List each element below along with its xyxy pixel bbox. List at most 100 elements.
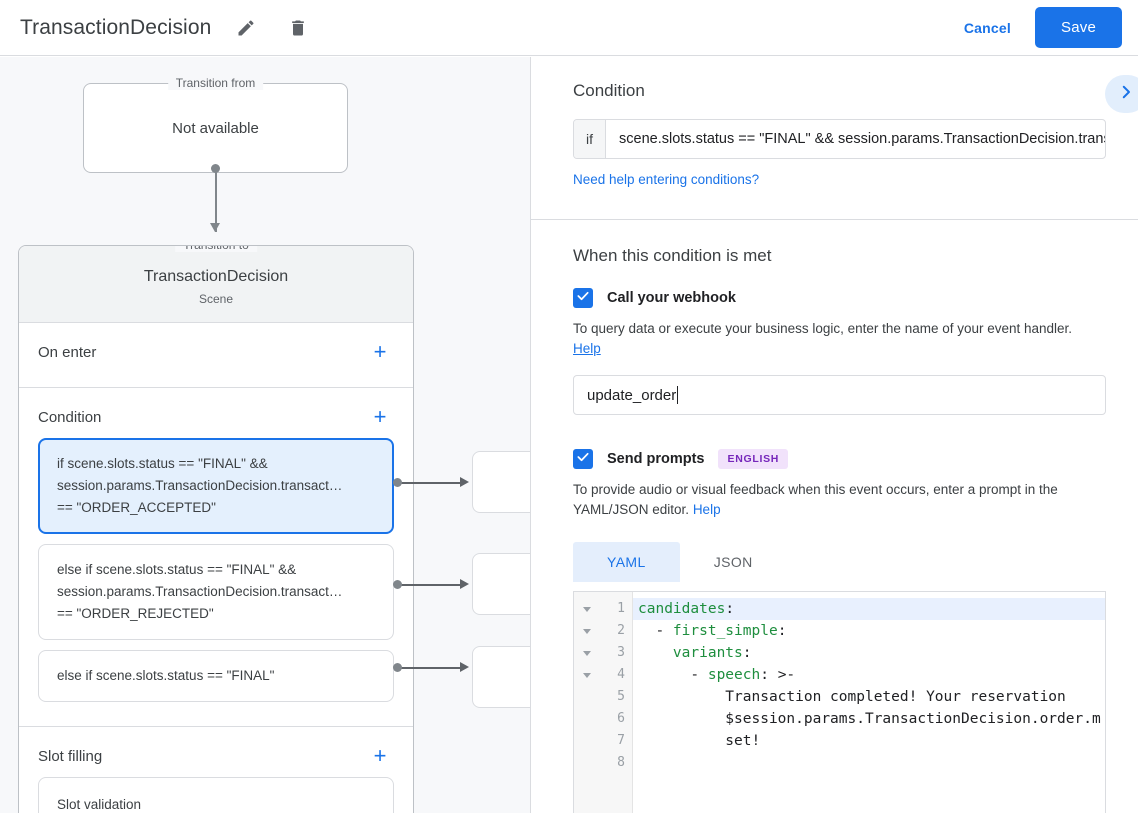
- code-line: [633, 752, 1105, 774]
- page-title: TransactionDecision: [20, 15, 212, 39]
- section-on-enter-header: On enter +: [19, 323, 413, 373]
- line-number: 7: [617, 733, 625, 748]
- prompts-description-text: To provide audio or visual feedback when…: [573, 482, 1058, 517]
- chevron-down-icon: [582, 672, 591, 678]
- condition-card-2[interactable]: else if scene.slots.status == "FINAL" &&…: [38, 544, 394, 640]
- prompts-checkbox[interactable]: [573, 449, 593, 469]
- connector-dot-condition-2: [393, 580, 402, 589]
- connector-arrow-down: [210, 223, 220, 232]
- transition-from-value: Not available: [172, 119, 259, 137]
- detail-pane: Condition if scene.slots.status == "FINA…: [531, 57, 1138, 813]
- yaml-key: speech: [707, 667, 761, 683]
- yaml-key: variants: [672, 645, 743, 661]
- connector-line-condition-3: [401, 667, 463, 669]
- editor-code-area[interactable]: candidates: - first_simple: variants: - …: [633, 592, 1105, 813]
- chevron-down-icon: [582, 650, 591, 656]
- prompts-row: Send prompts ENGLISH: [547, 449, 1122, 469]
- section-slot-filling-title: Slot filling: [38, 747, 103, 765]
- code-line: - first_simple:: [633, 620, 1105, 642]
- save-button[interactable]: Save: [1035, 7, 1122, 48]
- transition-to-legend: Transition to: [175, 246, 257, 252]
- tab-yaml[interactable]: YAML: [573, 542, 680, 582]
- webhook-description: To query data or execute your business l…: [547, 308, 1122, 359]
- transition-from-card[interactable]: Transition from Not available: [83, 76, 348, 173]
- condition-card-2-line-2: session.params.TransactionDecision.trans…: [57, 584, 343, 599]
- webhook-description-text: To query data or execute your business l…: [573, 321, 1073, 336]
- line-number: 4: [617, 667, 625, 682]
- condition-expression-input[interactable]: scene.slots.status == "FINAL" && session…: [619, 131, 1105, 147]
- target-card-3[interactable]: [472, 646, 531, 708]
- slot-validation-card[interactable]: Slot validation: [38, 777, 394, 813]
- prompts-help-link[interactable]: Help: [692, 502, 721, 517]
- scene-header[interactable]: TransactionDecision Scene: [19, 246, 413, 323]
- code-line: variants:: [633, 642, 1105, 664]
- section-on-enter: On enter +: [19, 323, 413, 388]
- yaml-punctuation: :: [725, 601, 735, 617]
- edit-title-button[interactable]: [229, 11, 263, 45]
- target-card-1[interactable]: [472, 451, 531, 513]
- fold-toggle-1[interactable]: [574, 598, 599, 620]
- connector-dot-condition-1: [393, 478, 402, 487]
- transition-from-legend: Transition from: [167, 76, 264, 90]
- webhook-handler-value: update_order: [587, 386, 677, 404]
- condition-help-link[interactable]: Need help entering conditions?: [573, 172, 760, 187]
- cancel-button[interactable]: Cancel: [963, 19, 1011, 36]
- connector-arrow-condition-1: [460, 477, 469, 487]
- collapse-panel-button[interactable]: [1105, 75, 1138, 113]
- condition-input-row[interactable]: if scene.slots.status == "FINAL" && sess…: [573, 119, 1106, 159]
- yaml-value: Transaction completed! Your reservation: [638, 689, 1066, 705]
- webhook-checkbox[interactable]: [573, 288, 593, 308]
- target-card-2[interactable]: [472, 553, 531, 615]
- when-met-title: When this condition is met: [573, 246, 772, 265]
- code-indent: [638, 645, 673, 661]
- webhook-help-link[interactable]: Help: [573, 341, 601, 356]
- line-number: 5: [617, 689, 625, 704]
- add-slot-filling-button[interactable]: +: [373, 743, 387, 768]
- condition-card-2-line-1: else if scene.slots.status == "FINAL" &&: [57, 562, 297, 577]
- section-slot-filling: Slot filling + Slot validation: [19, 727, 413, 813]
- line-number: 2: [617, 623, 625, 638]
- add-condition-button[interactable]: +: [373, 404, 387, 429]
- condition-card-1[interactable]: if scene.slots.status == "FINAL" && sess…: [38, 438, 394, 534]
- fold-toggle-3[interactable]: [574, 642, 599, 664]
- prompts-description: To provide audio or visual feedback when…: [547, 469, 1122, 520]
- condition-card-2-line-3: == "ORDER_REJECTED": [57, 606, 214, 621]
- slot-validation-label: Slot validation: [57, 797, 142, 812]
- scene-card: Transition to TransactionDecision Scene …: [18, 245, 414, 813]
- code-line: candidates:: [633, 598, 1105, 620]
- pane-divider: [530, 57, 531, 813]
- yaml-key: candidates: [638, 601, 726, 617]
- connector-arrow-condition-3: [460, 662, 469, 672]
- yaml-editor[interactable]: 1 2 3 4 5 6 7 8 candidates: - first_simp…: [573, 591, 1106, 813]
- add-on-enter-button[interactable]: +: [373, 339, 387, 364]
- scene-name: TransactionDecision: [143, 268, 289, 285]
- delete-button[interactable]: [281, 11, 315, 45]
- connector-arrow-condition-2: [460, 579, 469, 589]
- trash-icon: [288, 18, 308, 38]
- editor-format-tabs: YAML JSON: [573, 542, 1122, 582]
- condition-prefix-label: if: [574, 120, 606, 158]
- connector-line-vertical: [215, 169, 217, 232]
- section-on-enter-title: On enter: [38, 343, 97, 361]
- connector-line-condition-1: [401, 482, 463, 484]
- webhook-row: Call your webhook: [547, 288, 1122, 308]
- condition-card-3[interactable]: else if scene.slots.status == "FINAL": [38, 650, 394, 702]
- connector-dot-from: [211, 164, 220, 173]
- top-bar: TransactionDecision Cancel Save: [0, 0, 1138, 56]
- webhook-handler-input[interactable]: update_order: [573, 375, 1106, 415]
- code-line: set!: [633, 730, 1105, 752]
- chevron-down-icon: [582, 606, 591, 612]
- code-indent: -: [638, 667, 708, 683]
- tab-json[interactable]: JSON: [713, 554, 753, 570]
- fold-toggle-4[interactable]: [574, 664, 599, 686]
- fold-toggle-2[interactable]: [574, 620, 599, 642]
- condition-card-1-line-3: == "ORDER_ACCEPTED": [57, 500, 216, 515]
- condition-block: Condition if scene.slots.status == "FINA…: [531, 57, 1138, 220]
- line-number: 3: [617, 645, 625, 660]
- yaml-punctuation: :: [777, 623, 787, 639]
- when-met-block: When this condition is met Call your web…: [531, 220, 1138, 813]
- chevron-right-icon: [1117, 83, 1135, 106]
- line-number: 6: [617, 711, 625, 726]
- scene-type: Scene: [198, 292, 234, 306]
